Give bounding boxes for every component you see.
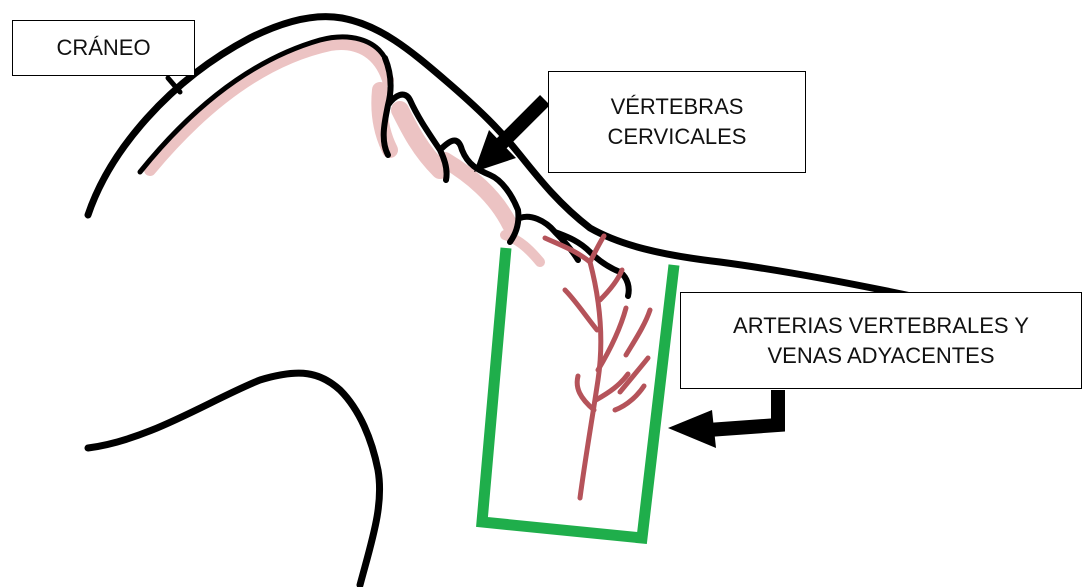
arteries-arrow [668, 390, 778, 448]
skull-label-text: CRÁNEO [56, 33, 150, 63]
skull-label: CRÁNEO [12, 20, 195, 76]
cervical-vertebrae-label: VÉRTEBRAS CERVICALES [548, 71, 806, 173]
arteries-label-line-2: VENAS ADYACENTES [733, 341, 1029, 371]
body-outline [88, 373, 380, 585]
arteries-label: ARTERIAS VERTEBRALES Y VENAS ADYACENTES [680, 292, 1082, 389]
arteries-label-line-1: ARTERIAS VERTEBRALES Y [733, 311, 1029, 341]
cervical-vertebrae-label-line-2: CERVICALES [608, 122, 747, 152]
cervical-vertebrae-label-line-1: VÉRTEBRAS [608, 92, 747, 122]
vertebral-arteries [545, 236, 650, 498]
vertebrae-arrow [474, 100, 545, 172]
